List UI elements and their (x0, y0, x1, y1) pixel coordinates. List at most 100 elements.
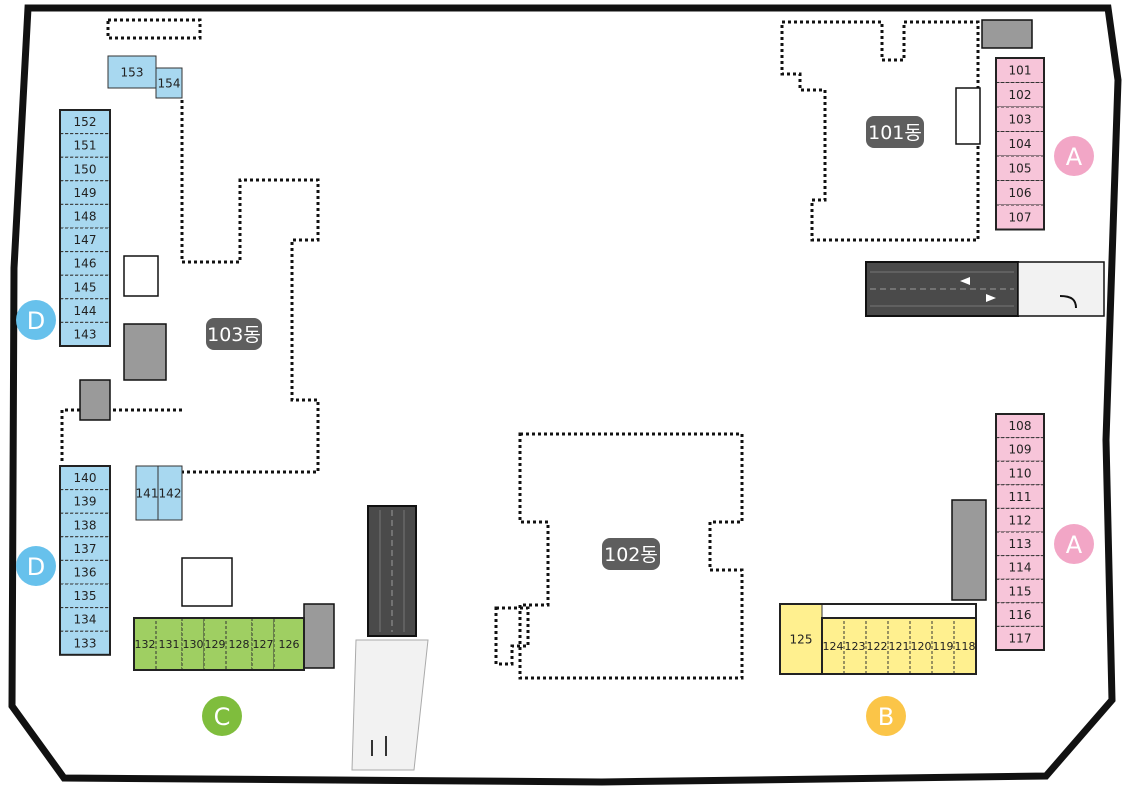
unit-120[interactable]: 120 (909, 617, 933, 675)
svg-text:118: 118 (955, 640, 976, 653)
unit-135[interactable]: 135 (59, 583, 111, 609)
zone-badge-c[interactable]: C (202, 696, 242, 736)
svg-text:110: 110 (1009, 466, 1032, 480)
svg-text:117: 117 (1009, 632, 1032, 646)
unit-119[interactable]: 119 (931, 617, 955, 675)
unit-148[interactable]: 148 (59, 203, 111, 229)
zone-b-outline (779, 603, 977, 675)
core-101-a (955, 87, 981, 145)
svg-text:D: D (27, 553, 45, 581)
svg-text:136: 136 (74, 566, 97, 580)
zone-badge-d-top[interactable]: D (16, 300, 56, 340)
unit-124[interactable]: 124 (821, 617, 845, 675)
zone-d-top-block (59, 109, 111, 347)
unit-152[interactable]: 152 (59, 109, 111, 135)
unit-108[interactable]: 108 (995, 413, 1045, 439)
unit-109[interactable]: 109 (995, 437, 1045, 462)
unit-153[interactable]: 153 (107, 55, 157, 89)
unit-116[interactable]: 116 (995, 602, 1045, 627)
unit-105[interactable]: 105 (995, 155, 1045, 181)
svg-text:111: 111 (1009, 490, 1032, 504)
building-label-101[interactable]: 101동 (866, 116, 924, 148)
svg-text:154: 154 (158, 76, 181, 90)
unit-112[interactable]: 112 (995, 507, 1045, 533)
unit-150[interactable]: 150 (59, 156, 111, 182)
svg-text:131: 131 (159, 638, 180, 651)
svg-text:139: 139 (74, 495, 97, 509)
svg-text:151: 151 (74, 139, 97, 153)
svg-text:104: 104 (1009, 137, 1032, 151)
core-103-a (123, 255, 159, 297)
unit-111[interactable]: 111 (995, 484, 1045, 509)
unit-113[interactable]: 113 (995, 531, 1045, 557)
unit-146[interactable]: 146 (59, 251, 111, 276)
svg-text:109: 109 (1009, 443, 1032, 457)
unit-132[interactable]: 132 (133, 617, 157, 671)
zone-badge-a-top[interactable]: A (1054, 136, 1094, 176)
svg-text:145: 145 (74, 280, 97, 294)
unit-118[interactable]: 118 (953, 617, 977, 675)
unit-126[interactable]: 126 (273, 617, 305, 671)
unit-122[interactable]: 122 (865, 617, 889, 675)
unit-134[interactable]: 134 (59, 607, 111, 632)
unit-102[interactable]: 102 (995, 82, 1045, 108)
zone-d-bottom-block (59, 465, 111, 656)
unit-127[interactable]: 127 (251, 617, 275, 671)
svg-text:122: 122 (867, 640, 888, 653)
unit-145[interactable]: 145 (59, 274, 111, 300)
unit-101[interactable]: 101 (995, 57, 1045, 83)
zone-badge-b[interactable]: B (866, 696, 906, 736)
unit-154[interactable]: 154 (155, 67, 183, 99)
unit-125[interactable]: 125 (779, 603, 823, 675)
unit-139[interactable]: 139 (59, 489, 111, 514)
unit-133[interactable]: 133 (59, 630, 111, 656)
building-label-103[interactable]: 103동 (206, 318, 262, 350)
unit-131[interactable]: 131 (155, 617, 183, 671)
svg-text:144: 144 (74, 304, 97, 318)
svg-text:133: 133 (74, 636, 97, 650)
unit-128[interactable]: 128 (225, 617, 253, 671)
svg-text:B: B (878, 703, 894, 731)
zone-badge-a-bottom[interactable]: A (1054, 524, 1094, 564)
unit-106[interactable]: 106 (995, 180, 1045, 206)
unit-140[interactable]: 140 (59, 465, 111, 491)
svg-text:146: 146 (74, 257, 97, 271)
unit-149[interactable]: 149 (59, 180, 111, 205)
svg-text:124: 124 (823, 640, 844, 653)
unit-141[interactable]: 141 (135, 465, 159, 521)
unit-117[interactable]: 117 (995, 625, 1045, 651)
unit-144[interactable]: 144 (59, 298, 111, 323)
unit-136[interactable]: 136 (59, 559, 111, 585)
core-c-a (181, 557, 233, 607)
parking-outline (106, 18, 202, 40)
unit-138[interactable]: 138 (59, 512, 111, 538)
svg-text:126: 126 (279, 638, 300, 651)
building-label-102[interactable]: 102동 (602, 538, 660, 570)
unit-114[interactable]: 114 (995, 555, 1045, 580)
svg-text:148: 148 (74, 210, 97, 224)
site-boundary (8, 4, 1122, 786)
zone-badge-d-bottom[interactable]: D (16, 546, 56, 586)
unit-143[interactable]: 143 (59, 321, 111, 347)
unit-103[interactable]: 103 (995, 106, 1045, 132)
unit-104[interactable]: 104 (995, 131, 1045, 157)
svg-text:123: 123 (845, 640, 866, 653)
unit-130[interactable]: 130 (181, 617, 205, 671)
unit-142[interactable]: 142 (157, 465, 183, 521)
unit-123[interactable]: 123 (843, 617, 867, 675)
unit-107[interactable]: 107 (995, 204, 1045, 230)
unit-121[interactable]: 121 (887, 617, 911, 675)
svg-text:115: 115 (1009, 584, 1032, 598)
unit-115[interactable]: 115 (995, 578, 1045, 604)
svg-text:112: 112 (1009, 514, 1032, 528)
building-103-link-outline (60, 408, 182, 462)
unit-129[interactable]: 129 (203, 617, 227, 671)
unit-110[interactable]: 110 (995, 460, 1045, 486)
building-103-outline (180, 100, 320, 474)
unit-147[interactable]: 147 (59, 227, 111, 253)
svg-text:103: 103 (1009, 113, 1032, 127)
unit-137[interactable]: 137 (59, 536, 111, 561)
svg-text:116: 116 (1009, 608, 1032, 622)
unit-151[interactable]: 151 (59, 133, 111, 158)
core-b-a (951, 499, 987, 601)
